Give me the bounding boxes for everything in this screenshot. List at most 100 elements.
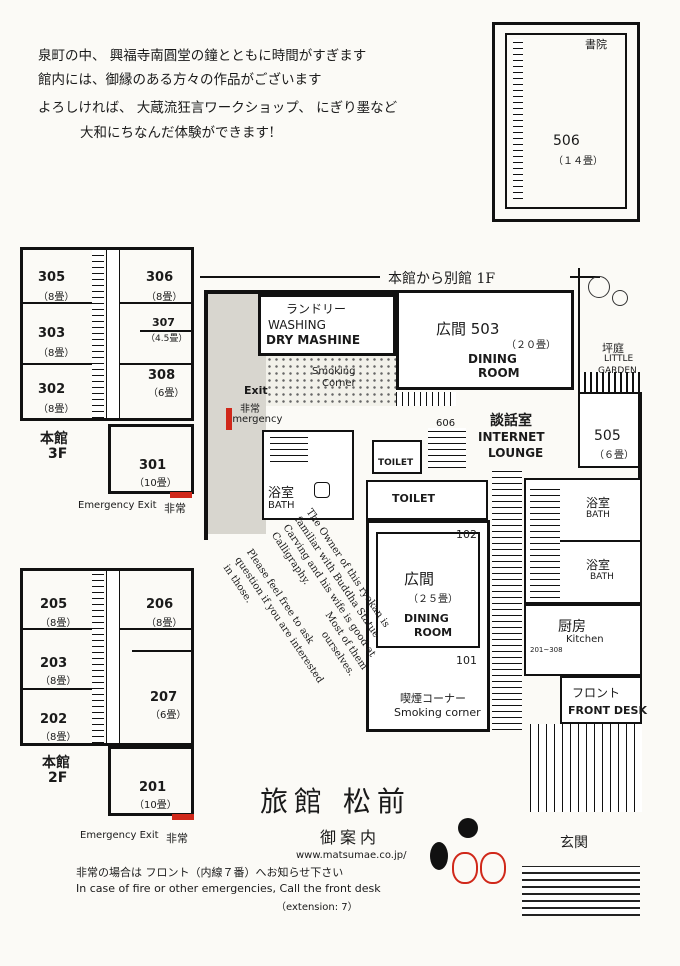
room-303-num: 303 [38, 326, 66, 341]
corridor-2f [92, 571, 104, 743]
room-305-size: （8畳） [38, 292, 75, 303]
garden-fence [578, 372, 640, 392]
room-205-size: （8畳） [40, 618, 77, 629]
1f-west-wall [204, 290, 208, 540]
floor-2f-title: 本館 [42, 755, 70, 771]
hiroma-size: （２５畳） [408, 594, 458, 605]
1f-west-courtyard [208, 294, 266, 534]
room-505 [578, 392, 640, 468]
toilet-main [366, 480, 488, 520]
floor-3f-exit-jp: 非常 [164, 502, 186, 515]
front-jp: フロント [572, 686, 621, 700]
exit-1f-label: Exit [244, 384, 268, 397]
floor-3f-exit-label: Emergency Exit [78, 500, 157, 511]
smoking-jp: 喫煙コーナー [400, 692, 466, 705]
emergency-ext: （extension: 7） [276, 902, 358, 913]
smoking-label: Smoking [312, 366, 356, 377]
room-506-frame [492, 22, 640, 222]
front-en: FRONT DESK [568, 704, 647, 717]
floor-2f-plan [20, 568, 194, 746]
room-302-num: 302 [38, 382, 66, 397]
room-102-num: 102 [456, 528, 477, 541]
logo-crest-icon [458, 818, 478, 838]
hiroma-room: ROOM [414, 626, 453, 639]
room-308-num: 308 [148, 368, 176, 383]
room-301-size: （10畳） [134, 478, 177, 489]
brand-url: www.matsumae.co.jp/ [296, 850, 407, 861]
bath-left-icon [314, 482, 330, 498]
floor-3f-exit-marker [170, 492, 192, 498]
emergency-en: In case of fire or other emergencies, Ca… [76, 882, 381, 895]
toilet-small-label: TOILET [378, 458, 414, 468]
brand-guide: 御案内 [320, 828, 381, 847]
room-101-num: 101 [456, 654, 477, 667]
lounge-label: LOUNGE [488, 446, 544, 460]
kitchen-jp: 厨房 [558, 619, 586, 635]
bath-r1-jp: 浴室 [586, 496, 611, 510]
laundry-dry: DRY MASHINE [266, 333, 361, 347]
toilet-small [372, 440, 422, 474]
garden-tree-icon [588, 276, 610, 298]
kitchen-en: Kitchen [566, 634, 604, 645]
hiroma-503 [396, 290, 574, 390]
room-201-num: 201 [139, 780, 167, 795]
room-505-num: 505 [594, 428, 621, 444]
floor-3f-label: 3F [48, 446, 68, 462]
dining-room-large [366, 520, 490, 732]
floor-2f-exit-marker [172, 814, 194, 820]
little-garden [578, 268, 652, 392]
garden-jp: 坪庭 [602, 342, 624, 355]
hiroma-503-room: ROOM [478, 366, 520, 380]
bath-left-jp: 浴室 [268, 486, 295, 501]
corridor-2f-b [106, 571, 120, 743]
front-desk [560, 676, 642, 724]
room-206-size: （8畳） [146, 618, 183, 629]
intro-line-4: 大和にちなんだ体験ができます! [80, 125, 275, 141]
room-207-num: 207 [150, 690, 178, 705]
bath-r1-en: BATH [586, 510, 610, 520]
room-305-num: 305 [38, 270, 66, 285]
smoking-corner-area [266, 356, 396, 406]
intro-line-3: よろしければ、 大蔵流狂言ワークショップ、 にぎり墨など [38, 100, 398, 116]
footprint-right-icon [480, 852, 506, 884]
room-207-size: （6畳） [150, 710, 187, 721]
floor-3f-title: 本館 [40, 431, 68, 447]
garden-little: LITTLE [604, 354, 634, 364]
shoin-label: 書院 [585, 38, 607, 51]
brand-name: 旅館 松前 [260, 785, 411, 818]
floor-3f-plan [20, 247, 194, 421]
laundry-jp: ランドリー [286, 302, 347, 316]
hiroma-label: 広間 [404, 570, 435, 588]
exit-1f-jp: 非常 [240, 404, 260, 415]
room-307-num: 307 [152, 316, 175, 329]
bath-left-stairs [270, 436, 308, 462]
room-302-size: （8畳） [38, 404, 75, 415]
bath-r2-en: BATH [590, 572, 614, 582]
exit-1f-marker [226, 408, 232, 430]
hiroma-503-size: （２０畳） [506, 340, 556, 351]
bath-left-en: BATH [268, 500, 295, 511]
garden-label: GARDEN [598, 366, 637, 376]
footprint-left-icon [452, 852, 478, 884]
room-202-size: （8畳） [40, 732, 77, 743]
room-306-num: 306 [146, 270, 174, 285]
floor-2f-exit-label: Emergency Exit [80, 830, 159, 841]
hiroma-dining: DINING [404, 612, 449, 625]
room-307-size: （4.5畳） [146, 334, 188, 344]
1f-north-wall [204, 290, 574, 294]
room-306-size: （8畳） [146, 292, 183, 303]
entrance-jp: 玄関 [560, 835, 588, 851]
corridor-3f [92, 250, 104, 418]
room-506-number: 506 [553, 133, 580, 149]
bath-r2-jp: 浴室 [586, 558, 611, 572]
room-308-size: （6畳） [148, 388, 185, 399]
room-201-size: （10畳） [134, 800, 177, 811]
room-203-size: （8畳） [40, 676, 77, 687]
intro-line-2: 館内には、御縁のある方々の作品がございます [38, 72, 322, 88]
hiroma-503-dining: DINING [468, 352, 517, 366]
room-506-size: （１４畳） [553, 156, 603, 167]
room-203-num: 203 [40, 656, 68, 671]
dining-room-inner [376, 532, 480, 648]
corridor-3f-b [106, 250, 120, 418]
room-506-inner [505, 33, 627, 209]
